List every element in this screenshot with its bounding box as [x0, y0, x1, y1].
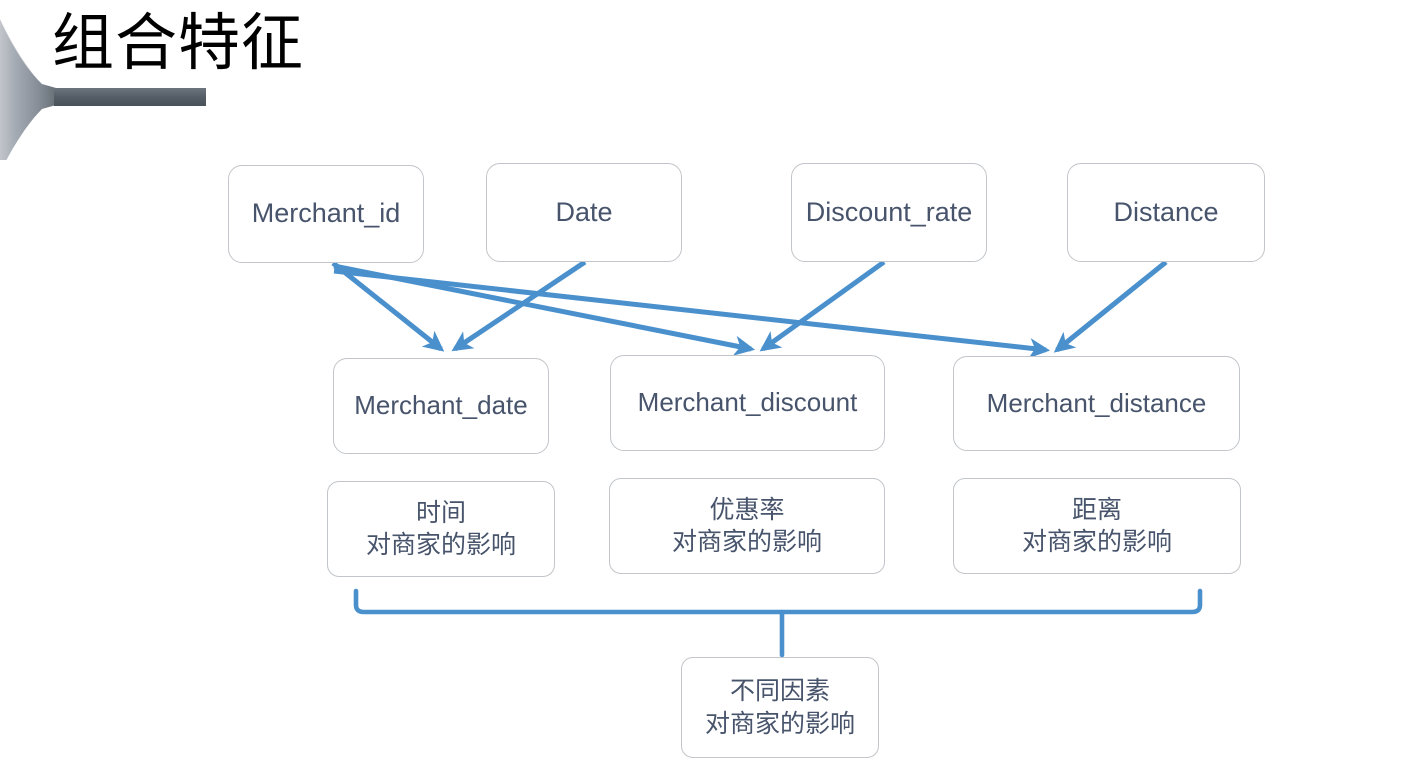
node-label: Distance: [1113, 196, 1219, 227]
node-merchant-discount[interactable]: Merchant_discount: [610, 355, 885, 451]
edge-merchantid-merchantdiscount: [333, 263, 756, 356]
node-label: Merchant_distance: [986, 387, 1207, 418]
node-label: Discount_rate: [805, 196, 973, 227]
node-date[interactable]: Date: [486, 163, 682, 262]
node-label-line1: 距离: [1071, 495, 1122, 524]
node-label-lines: 不同因素 对商家的影响: [705, 675, 855, 740]
node-label-lines: 时间 对商家的影响: [366, 497, 516, 562]
node-label-line2: 对商家的影响: [671, 528, 822, 556]
node-merchant-distance[interactable]: Merchant_distance: [953, 356, 1240, 451]
node-label-lines: 距离 对商家的影响: [1022, 494, 1172, 559]
brace-connector: [353, 588, 1203, 658]
node-distance[interactable]: Distance: [1067, 163, 1265, 262]
edge-date-merchantdate: [451, 259, 587, 352]
node-label-line1: 优惠率: [709, 495, 785, 524]
node-label: Merchant_id: [251, 198, 401, 229]
node-discount-impact[interactable]: 优惠率 对商家的影响: [609, 478, 885, 574]
edge-distance-merchantdistance: [1053, 260, 1168, 353]
node-discount-rate[interactable]: Discount_rate: [791, 163, 987, 262]
node-merchant-id[interactable]: Merchant_id: [228, 165, 424, 263]
node-label-line2: 对商家的影响: [1021, 528, 1172, 556]
node-label: Merchant_date: [354, 390, 528, 421]
edge-discountrate-merchantdiscount: [759, 259, 886, 352]
node-distance-impact[interactable]: 距离 对商家的影响: [953, 478, 1241, 574]
node-time-impact[interactable]: 时间 对商家的影响: [327, 481, 555, 577]
node-merchant-date[interactable]: Merchant_date: [333, 358, 549, 454]
node-label-line2: 对商家的影响: [704, 709, 855, 738]
node-label-line1: 时间: [415, 498, 466, 527]
node-label: Date: [555, 196, 613, 227]
edge-merchantid-merchantdistance: [333, 268, 1051, 359]
node-combined-impact[interactable]: 不同因素 对商家的影响: [681, 657, 879, 758]
node-label-lines: 优惠率 对商家的影响: [672, 494, 822, 559]
node-label: Merchant_discount: [637, 387, 858, 418]
node-label-line1: 不同因素: [729, 677, 830, 705]
node-label-line2: 对商家的影响: [365, 531, 516, 559]
edge-merchantid-merchantdate: [331, 261, 445, 352]
page-title: 组合特征: [52, 9, 305, 78]
